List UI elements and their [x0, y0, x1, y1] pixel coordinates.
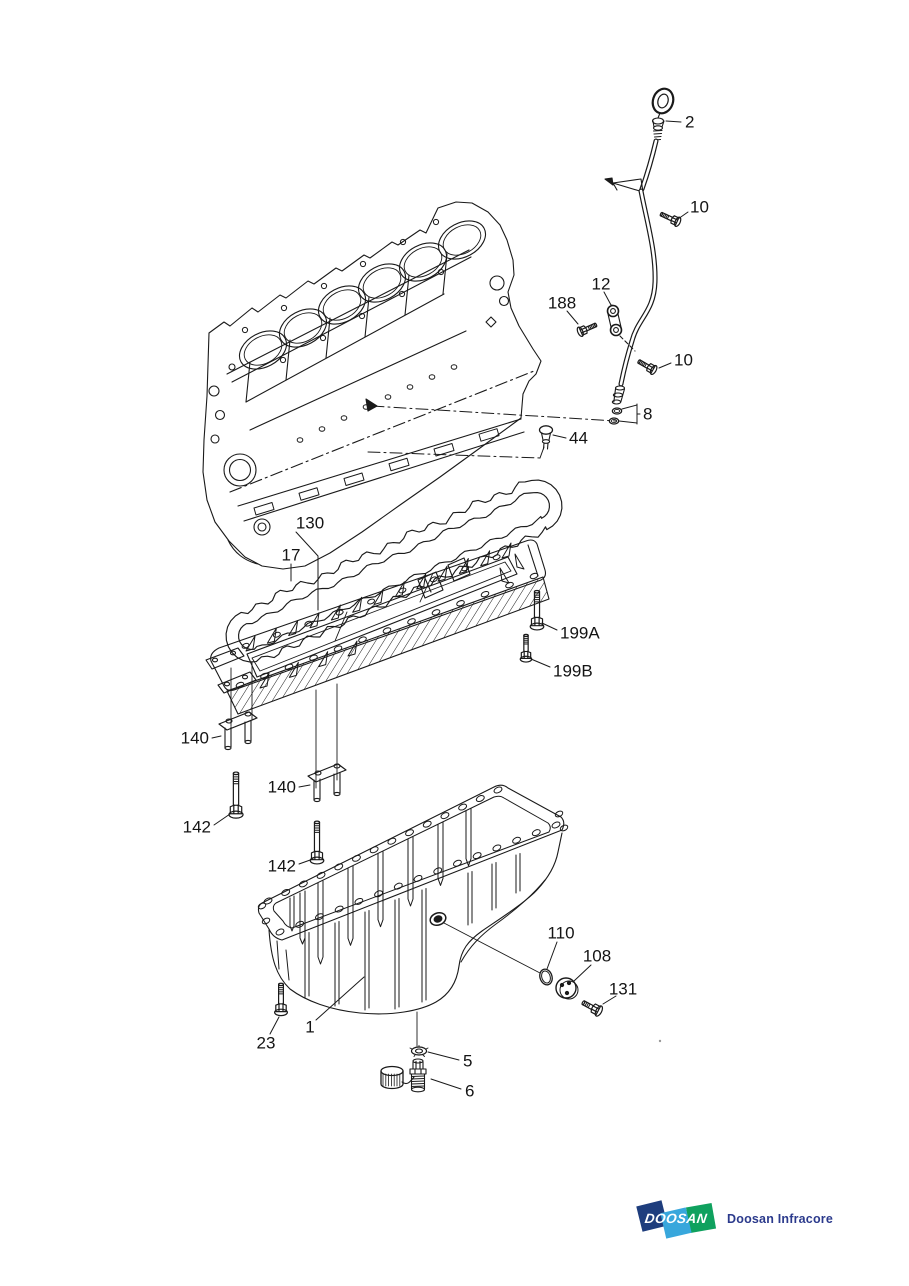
callout-17: 17	[282, 546, 301, 565]
oil-pan-flange	[257, 784, 565, 941]
oil-pan-gasket	[225, 479, 563, 663]
callout-142: 142	[268, 857, 296, 876]
drain-plug-6	[409, 1058, 427, 1093]
bracket-140-rear	[307, 763, 347, 803]
engine-block-outline	[202, 201, 542, 570]
callout-142: 142	[183, 818, 211, 837]
dipstick-ring	[651, 87, 675, 115]
bolt-23	[273, 982, 289, 1017]
callouts: 210121881084413017199A199B14014014214211…	[181, 113, 709, 1101]
engine-block	[202, 201, 542, 570]
bolt-188	[576, 322, 598, 338]
o-ring-110	[539, 968, 553, 986]
oil-pan	[257, 784, 569, 1015]
ladder-frame	[205, 539, 550, 715]
callout-188: 188	[548, 294, 576, 313]
dipstick-bracket	[612, 178, 644, 193]
callout-140: 140	[268, 778, 296, 797]
fasteners	[218, 211, 682, 1047]
callout-8: 8	[643, 405, 652, 424]
bracket-140-front	[218, 711, 258, 751]
callout-2: 2	[685, 113, 694, 132]
callout-108: 108	[583, 947, 611, 966]
reference-lines	[367, 405, 617, 459]
callout-5: 5	[463, 1052, 472, 1071]
bolt-131	[581, 1000, 604, 1017]
section-arrow-icon	[365, 398, 378, 412]
callout-10: 10	[690, 198, 709, 217]
bolt-199a	[529, 589, 545, 631]
callout-12: 12	[592, 275, 611, 294]
bolt-142-front	[228, 771, 244, 819]
callout-1: 1	[305, 1018, 314, 1037]
callout-199A: 199A	[560, 624, 600, 643]
callout-110: 110	[547, 924, 574, 943]
o-ring	[611, 407, 623, 415]
plug-cap	[380, 1065, 415, 1090]
drain-boss	[429, 911, 447, 927]
callout-131: 131	[609, 980, 637, 999]
callout-6: 6	[465, 1082, 474, 1101]
dipstick-assembly	[604, 87, 675, 425]
bolt-142-rear	[309, 820, 325, 865]
cap-108	[555, 977, 579, 1000]
plug-44	[538, 425, 554, 435]
tube-clamp	[606, 304, 620, 318]
callout-140: 140	[181, 729, 209, 748]
bolt-10-upper	[659, 211, 682, 228]
callout-23: 23	[257, 1034, 276, 1053]
callout-10: 10	[674, 351, 693, 370]
callout-199B: 199B	[553, 662, 593, 681]
drain-washer-5	[410, 1046, 428, 1056]
callout-130: 130	[296, 514, 324, 533]
bolt-10-lower	[637, 359, 658, 376]
callout-44: 44	[569, 429, 588, 448]
bolt-199b	[519, 633, 533, 663]
